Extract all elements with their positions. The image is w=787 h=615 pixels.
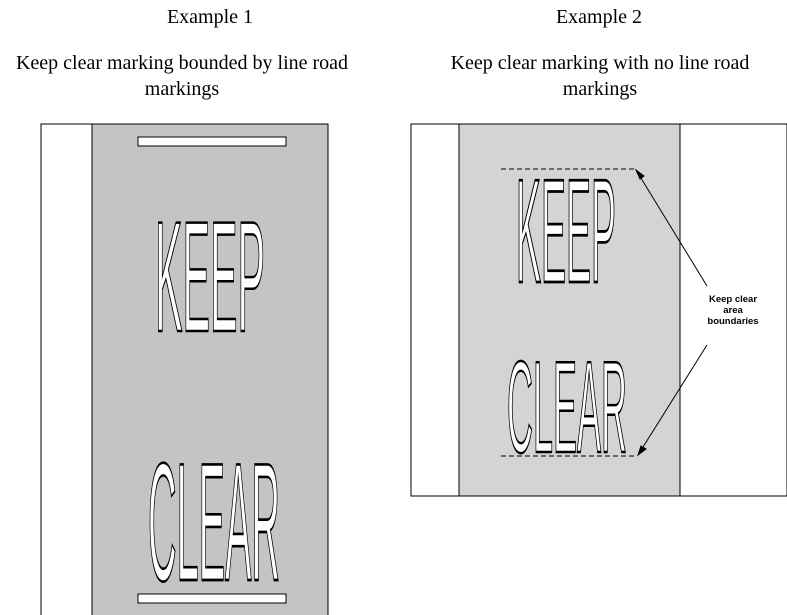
example-2-road-surface: [458, 123, 681, 497]
example-1-left-verge: [40, 123, 93, 615]
example-2-caption: Keep clear marking with no line road mar…: [450, 52, 750, 100]
example-2-right-verge: [679, 123, 787, 497]
example-2-keep-marking: KEEP: [516, 148, 616, 314]
arrow-to-top-boundary: [635, 169, 708, 287]
example-1-road: KEEP CLEAR: [40, 123, 329, 615]
example-2-callout-arrows: [634, 168, 708, 457]
arrow-head-top-icon: [634, 168, 645, 180]
arrow-head-bottom-icon: [637, 445, 647, 457]
example-1-clear-marking: CLEAR: [148, 430, 280, 615]
example-2-road: KEEP CLEAR Keep clear area boundaries: [410, 123, 787, 497]
example-1-road-surface: [91, 123, 329, 615]
example-1-keep-marking: KEEP: [155, 189, 265, 365]
example-2-callout-line-1: Keep clear: [709, 294, 757, 305]
example-2-left-verge: [410, 123, 460, 497]
example-1-heading: Example 1: [166, 6, 254, 28]
example-2-clear-marking: CLEAR: [507, 336, 627, 481]
arrow-to-bottom-boundary: [637, 344, 708, 456]
example-2-callout-line-2: area: [723, 305, 743, 316]
example-1-caption: Keep clear marking bounded by line road …: [15, 52, 349, 100]
example-2-heading: Example 2: [555, 6, 643, 28]
example-1-bottom-line-marking: [137, 593, 287, 604]
example-2-callout-line-3: boundaries: [707, 316, 758, 327]
example-1-top-line-marking: [137, 136, 287, 147]
